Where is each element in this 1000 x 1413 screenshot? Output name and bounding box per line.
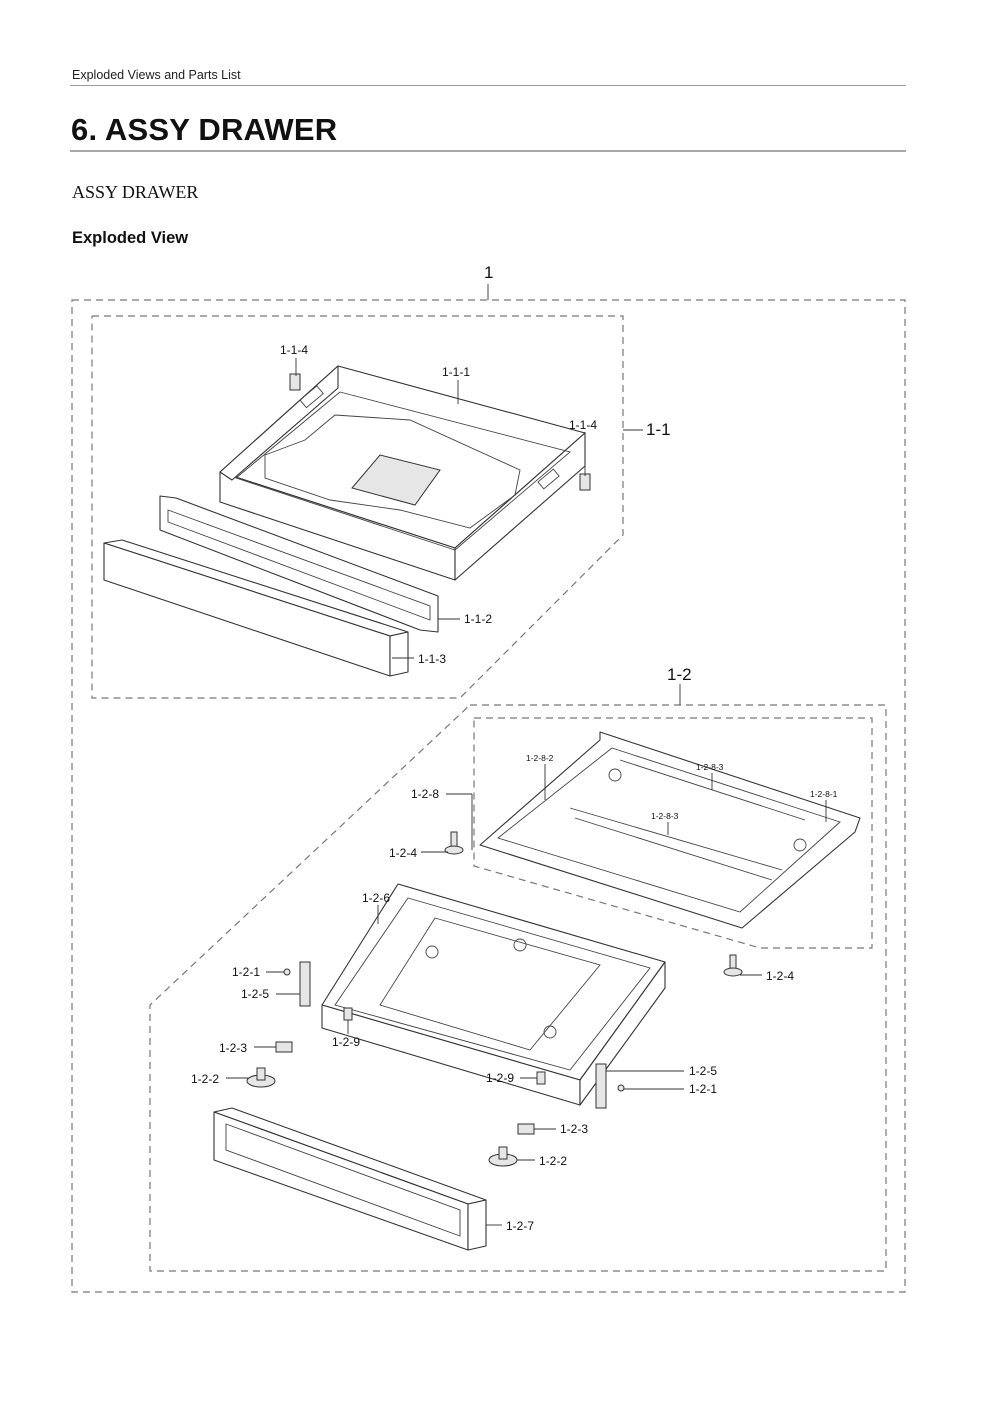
callout-1-2-5: 1-2-5 (689, 1064, 717, 1078)
callout-1-2-9: 1-2-9 (332, 1035, 360, 1049)
drawer-tray-1-1-1 (219, 365, 586, 581)
callout-1-2-3: 1-2-3 (560, 1122, 588, 1136)
callout-1-2-8: 1-2-8 (411, 787, 439, 801)
front-frame-1-1-2 (159, 495, 439, 633)
caster-1-2-2 (246, 1067, 276, 1088)
callout-1-2-8-3: 1-2-8-3 (651, 811, 679, 821)
hinge-1-2-3 (275, 1041, 293, 1053)
callout-1-2-2: 1-2-2 (191, 1072, 219, 1086)
leveling-foot-1-2-4 (444, 831, 743, 977)
callout-1-1-4: 1-1-4 (280, 343, 308, 357)
callout-1: 1 (484, 263, 493, 282)
caster-1-2-2 (488, 1146, 518, 1167)
clip-1-2-9 (343, 1007, 353, 1021)
section-title: 6. ASSY DRAWER (71, 112, 338, 147)
callout-1-2-6: 1-2-6 (362, 891, 390, 905)
group-1-1-boundary (91, 315, 624, 699)
callout-1-2-7: 1-2-7 (506, 1219, 534, 1233)
callout-1-1: 1-1 (646, 420, 671, 439)
front-rail-1-2-7 (213, 1107, 487, 1251)
clip-1-2-9 (536, 1071, 546, 1085)
callout-labels: 1 1-1 1-2 1-1-4 1-1-1 1-1-4 1-1-2 1-1-3 … (191, 263, 838, 1233)
callout-1-2-8-3: 1-2-8-3 (696, 762, 724, 772)
callout-1-1-4: 1-1-4 (569, 418, 597, 432)
slide-bracket-1-1-4 (289, 373, 591, 491)
subtitle: ASSY DRAWER (72, 182, 199, 202)
callout-1-1-2: 1-1-2 (464, 612, 492, 626)
group-1-2-boundary (149, 704, 887, 1272)
callout-1-1-3: 1-1-3 (418, 652, 446, 666)
callout-1-2-8-1: 1-2-8-1 (810, 789, 838, 799)
callout-1-2: 1-2 (667, 665, 692, 684)
running-header: Exploded Views and Parts List (72, 68, 241, 82)
hinge-1-2-3 (517, 1123, 535, 1135)
bracket-1-2-5 (299, 961, 311, 1007)
callout-1-2-2: 1-2-2 (539, 1154, 567, 1168)
callout-1-2-8-2: 1-2-8-2 (526, 753, 554, 763)
group-boundaries (71, 284, 906, 1293)
title-rule (70, 150, 906, 152)
callout-1-2-1: 1-2-1 (232, 965, 260, 979)
callout-1-2-3: 1-2-3 (219, 1041, 247, 1055)
bracket-1-2-5 (595, 1063, 607, 1109)
group-1-2-8-boundary (473, 717, 873, 949)
leader-lines (226, 358, 827, 1226)
front-panel-1-1-3 (103, 539, 409, 677)
header-rule (70, 85, 906, 86)
callout-1-1-1: 1-1-1 (442, 365, 470, 379)
screw-1-2-1 (283, 968, 291, 976)
callout-1-2-9: 1-2-9 (486, 1071, 514, 1085)
screw-1-2-1 (617, 1084, 625, 1092)
callout-1-2-1: 1-2-1 (689, 1082, 717, 1096)
callout-1-2-4: 1-2-4 (389, 846, 417, 860)
base-frame-1-2-8 (479, 731, 861, 929)
exploded-view-heading: Exploded View (72, 229, 189, 247)
callout-1-2-4: 1-2-4 (766, 969, 794, 983)
callout-1-2-5: 1-2-5 (241, 987, 269, 1001)
